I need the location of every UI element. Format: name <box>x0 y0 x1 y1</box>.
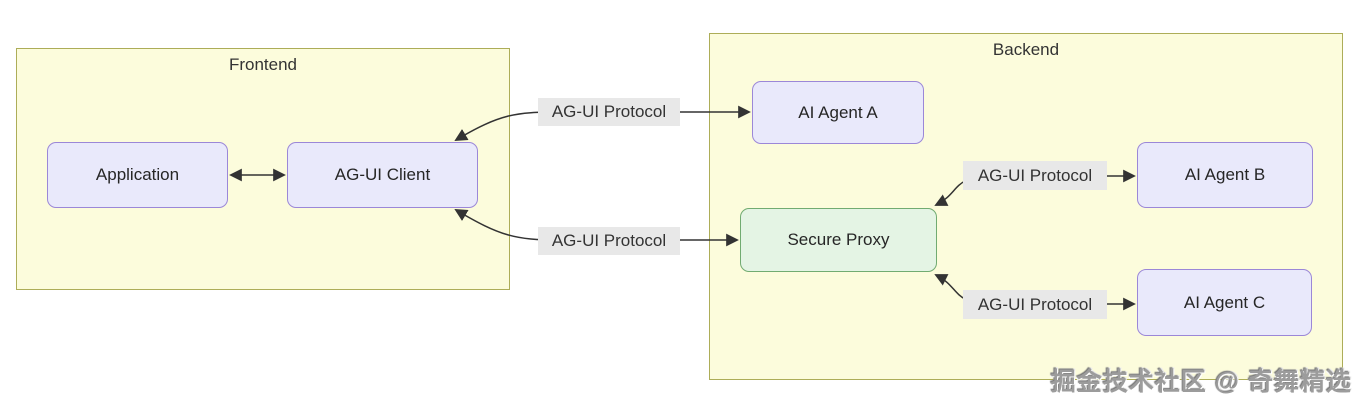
node-ai-agent-c-label: AI Agent C <box>1183 292 1266 312</box>
node-application-label: Application <box>95 165 180 184</box>
node-ai-agent-a: AI Agent A <box>752 81 924 144</box>
edge-label-client-agent-a: AG-UI Protocol <box>538 98 680 126</box>
node-secure-proxy-label: Secure Proxy <box>787 230 890 249</box>
node-application: Application <box>47 142 228 208</box>
frontend-group-title: Frontend <box>228 55 298 74</box>
node-ai-agent-b-label: AI Agent B <box>1184 165 1266 184</box>
node-ag-ui-client-label: AG-UI Client <box>334 165 431 184</box>
node-secure-proxy: Secure Proxy <box>740 208 937 272</box>
node-ai-agent-a-label: AI Agent A <box>798 102 878 122</box>
edge-label-proxy-agent-c: AG-UI Protocol <box>963 290 1107 319</box>
watermark-text: 掘金技术社区 @ 奇舞精选 <box>1050 368 1352 396</box>
node-ag-ui-client: AG-UI Client <box>287 142 478 208</box>
edge-label-proxy-agent-b: AG-UI Protocol <box>963 161 1107 190</box>
node-ai-agent-b: AI Agent B <box>1137 142 1313 208</box>
edge-label-client-proxy: AG-UI Protocol <box>538 227 680 255</box>
node-ai-agent-c: AI Agent C <box>1137 269 1312 336</box>
backend-group-title: Backend <box>992 40 1060 59</box>
